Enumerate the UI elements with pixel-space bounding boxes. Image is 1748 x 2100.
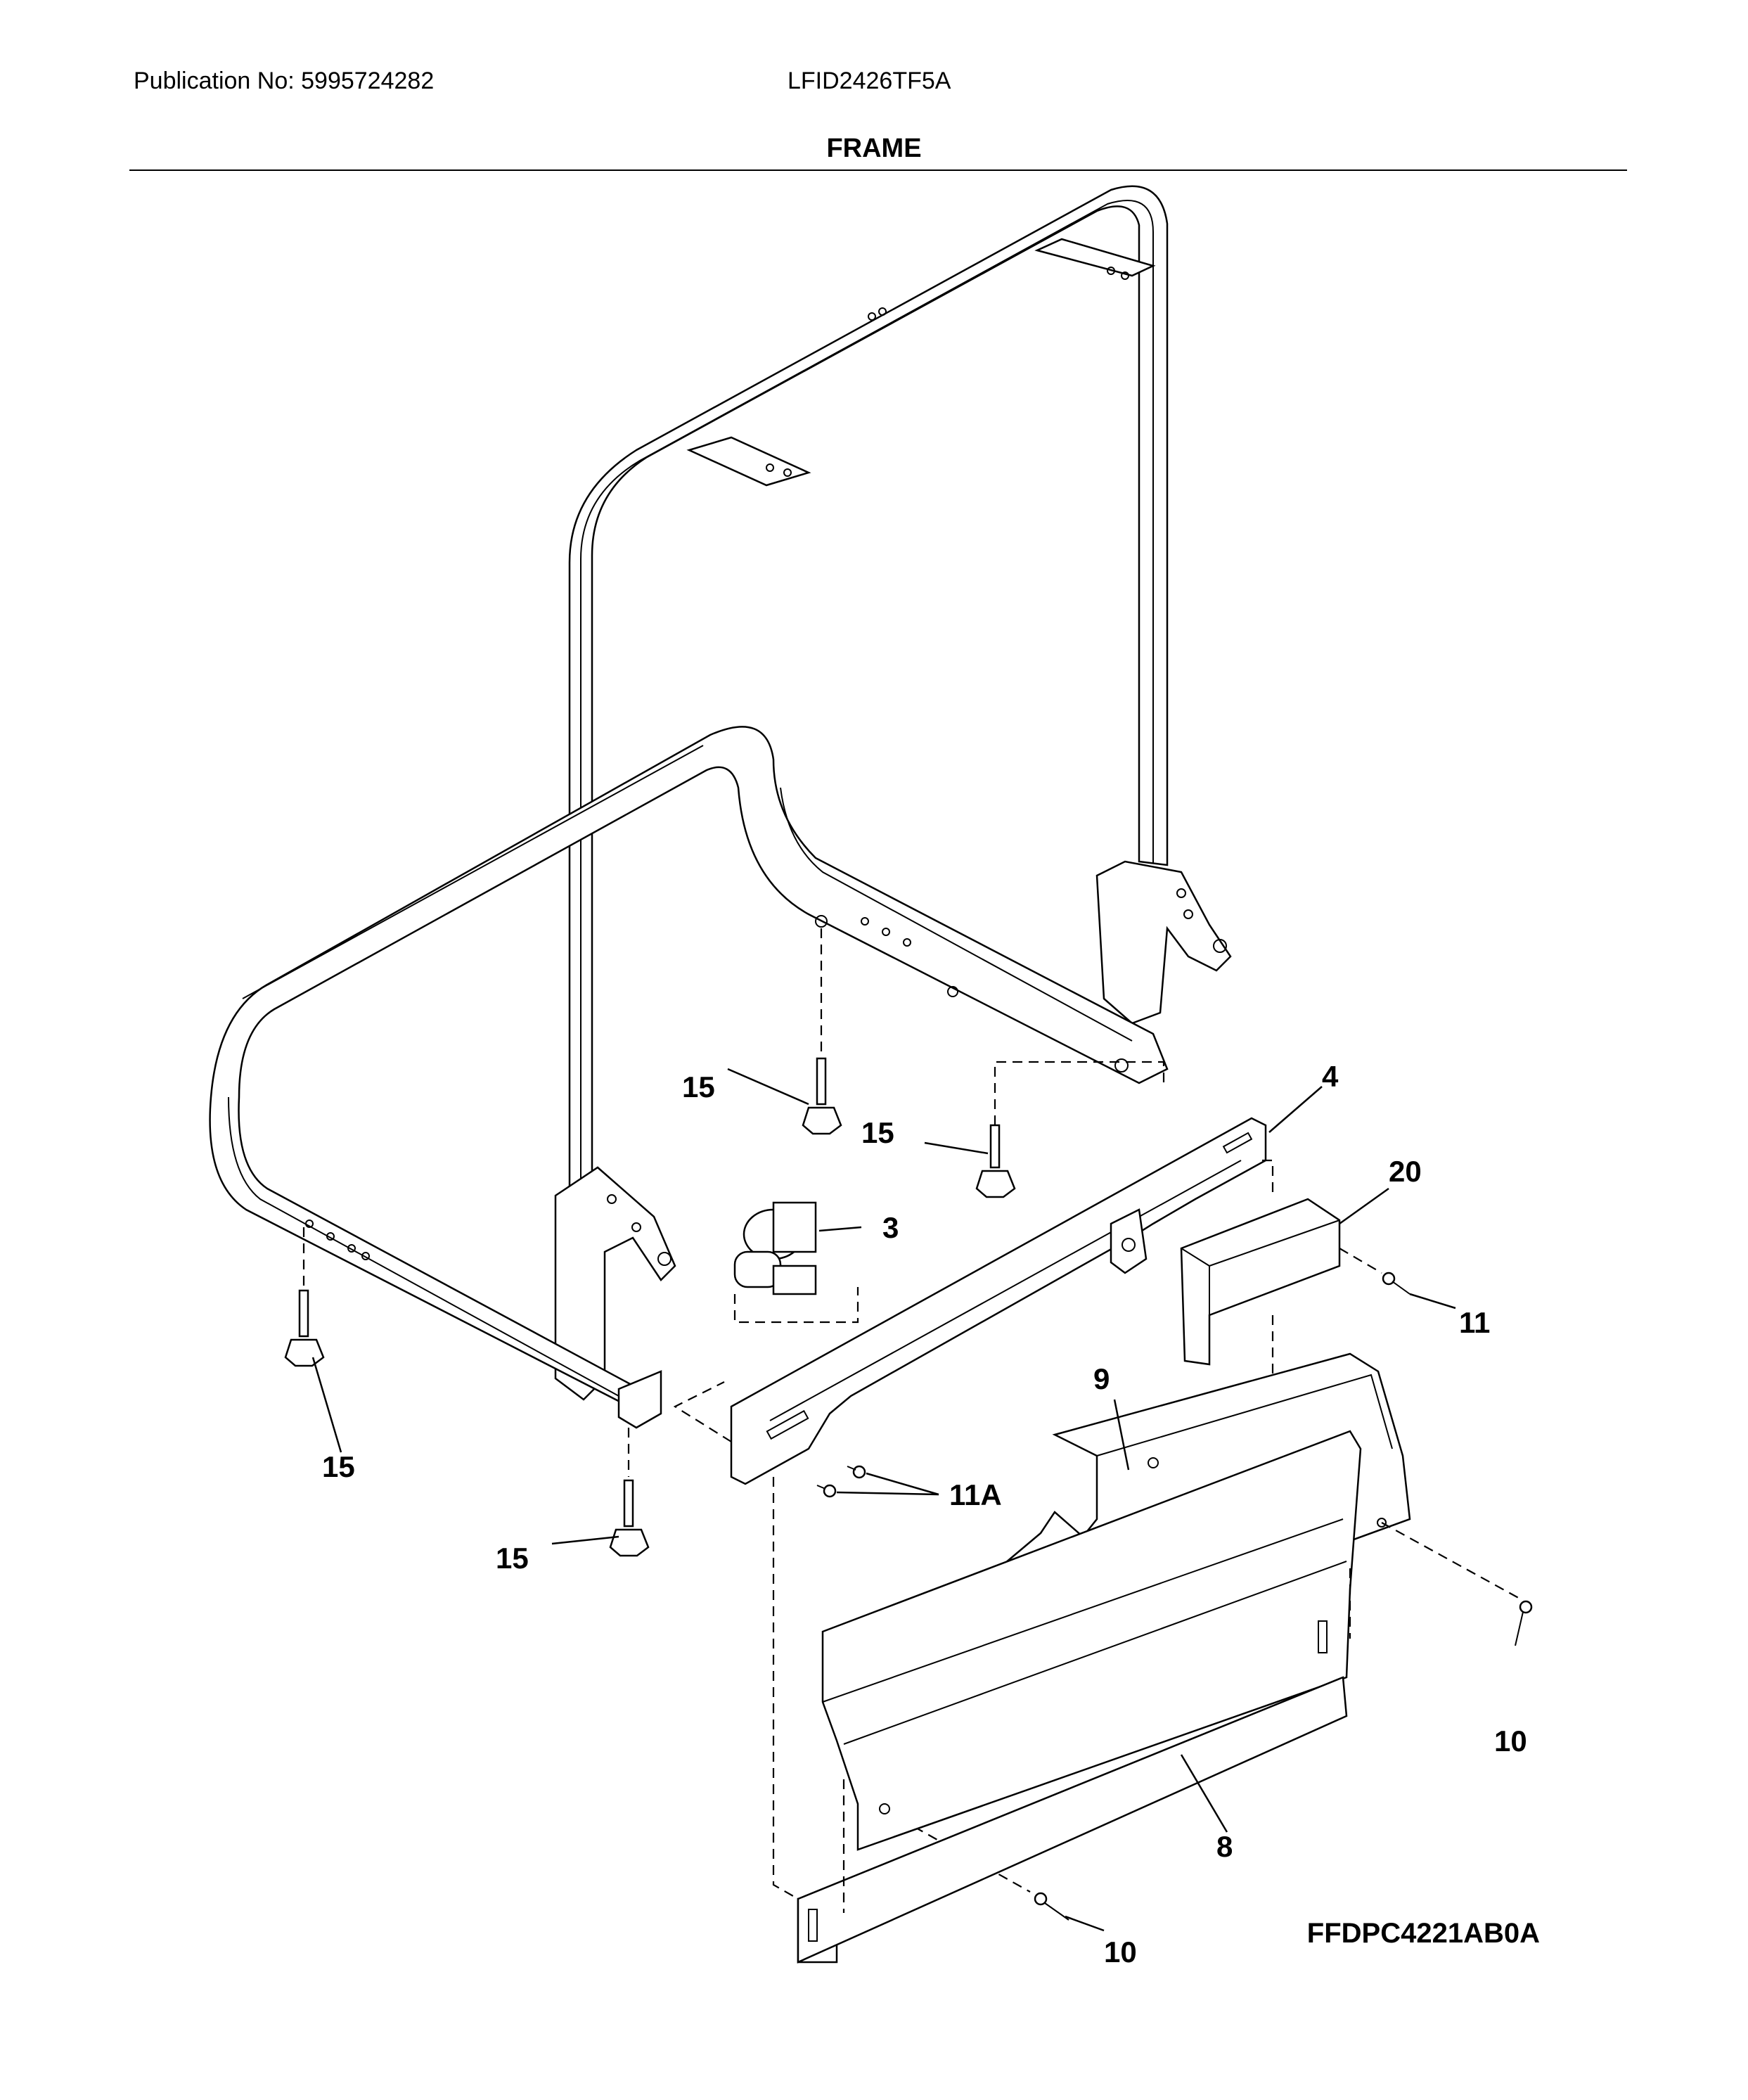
base-frame	[209, 726, 1169, 1429]
callout-15-front-left: 15	[322, 1450, 355, 1483]
header-rule	[129, 169, 1627, 171]
leveling-leg-rear-right	[975, 1061, 1165, 1198]
upright-frame	[554, 185, 1232, 1401]
screws-11a	[816, 1465, 866, 1498]
inlet-valve	[733, 1201, 859, 1324]
callout-15-rear-left: 15	[682, 1070, 715, 1103]
front-rail	[673, 1117, 1274, 1485]
section-title: FRAME	[826, 134, 922, 163]
model-number: LFID2426TF5A	[788, 68, 951, 94]
kick-plate-8	[772, 1430, 1362, 1964]
bracket-20	[1180, 1198, 1341, 1378]
callout-8: 8	[1216, 1830, 1233, 1863]
callout-20: 20	[1389, 1155, 1422, 1188]
callout-15-rear-right: 15	[861, 1116, 894, 1149]
callout-3: 3	[882, 1211, 899, 1244]
publication-number: Publication No: 5995724282	[134, 68, 435, 94]
screw-11	[1339, 1248, 1410, 1295]
leveling-leg-rear-left	[802, 928, 842, 1135]
callout-10-right: 10	[1494, 1724, 1527, 1758]
leveling-leg-front-left	[284, 1227, 325, 1367]
callout-11a: 11A	[949, 1478, 1002, 1511]
leveling-leg-front-right	[609, 1428, 650, 1557]
callout-4: 4	[1322, 1060, 1339, 1093]
callout-11: 11	[1459, 1306, 1490, 1339]
screw-10-right	[1515, 1600, 1533, 1646]
diagram-code: FFDPC4221AB0A	[1306, 1918, 1540, 1949]
callout-10-bottom: 10	[1104, 1935, 1137, 1968]
callout-9: 9	[1093, 1362, 1110, 1395]
callout-15-front-right: 15	[496, 1542, 529, 1575]
leader-lines	[311, 1068, 1456, 1932]
